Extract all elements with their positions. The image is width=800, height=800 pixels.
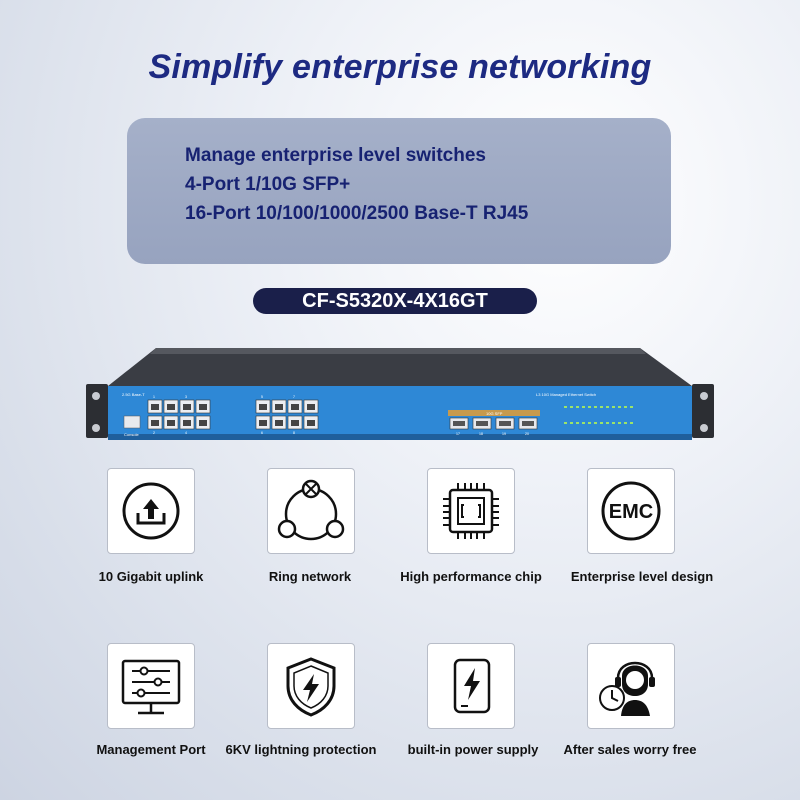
rj45-port-jack bbox=[167, 420, 175, 426]
sfp-ports: 17 18 19 20 bbox=[449, 417, 538, 436]
emc-text: EMC bbox=[609, 501, 653, 523]
feature-tile-ring bbox=[267, 468, 355, 554]
rj45-port-jack bbox=[151, 404, 159, 410]
feature-tile-support bbox=[587, 643, 675, 729]
feature-tile-power bbox=[427, 643, 515, 729]
port-number: 3 bbox=[185, 395, 187, 399]
port-number: 6 bbox=[261, 431, 263, 435]
support-agent-icon bbox=[599, 661, 655, 716]
feature-tile-management bbox=[107, 643, 195, 729]
rj45-port-jack bbox=[199, 404, 207, 410]
rj45-port-jack bbox=[307, 404, 315, 410]
status-leds bbox=[564, 406, 633, 424]
feature-tile-chip bbox=[427, 468, 515, 554]
sfp-port-cage bbox=[522, 421, 534, 426]
page-title: Simplify enterprise networking bbox=[148, 48, 652, 86]
status-led bbox=[576, 406, 579, 408]
status-led bbox=[576, 422, 579, 424]
rj45-port-jack bbox=[183, 404, 191, 410]
status-led bbox=[606, 422, 609, 424]
rj45-port-jack bbox=[275, 420, 283, 426]
port-number: 18 bbox=[479, 432, 483, 436]
spec-line: Manage enterprise level switches bbox=[185, 145, 486, 166]
port-number: 1 bbox=[153, 395, 155, 399]
port-number: 7 bbox=[293, 395, 295, 399]
rj45-port-jack bbox=[259, 420, 267, 426]
port-number: 20 bbox=[525, 432, 529, 436]
feature-label: After sales worry free bbox=[563, 742, 697, 757]
sfp-port-cage bbox=[453, 421, 465, 426]
rj45-port-jack bbox=[259, 404, 267, 410]
status-led bbox=[612, 406, 615, 408]
port-number: 4 bbox=[185, 431, 187, 435]
status-led bbox=[594, 422, 597, 424]
right-panel-label: L3 10G Managed Ethernet Switch bbox=[536, 392, 596, 397]
rj45-port-jack bbox=[275, 404, 283, 410]
spec-box: Manage enterprise level switches 4-Port … bbox=[127, 118, 671, 264]
chip-icon bbox=[443, 483, 499, 539]
emc-icon: EMC bbox=[601, 481, 661, 541]
feature-label: Management Port bbox=[96, 742, 206, 757]
feature-label: Ring network bbox=[268, 569, 352, 584]
sfp-port-cage bbox=[476, 421, 488, 426]
network-switch-image: 2.5G Base-T L3 10G Managed Ethernet Swit… bbox=[86, 348, 714, 440]
port-number: 19 bbox=[502, 432, 506, 436]
rj45-port-jack bbox=[151, 420, 159, 426]
feature-label: built-in power supply bbox=[407, 742, 539, 757]
spec-line: 4-Port 1/10G SFP+ bbox=[185, 174, 351, 195]
rj45-port-jack bbox=[199, 420, 207, 426]
status-led bbox=[624, 406, 627, 408]
status-led bbox=[564, 406, 567, 408]
rj45-port-jack bbox=[291, 420, 299, 426]
status-led bbox=[618, 406, 621, 408]
status-led bbox=[624, 422, 627, 424]
feature-tile-emc: EMC bbox=[587, 468, 675, 554]
management-monitor-icon bbox=[121, 659, 181, 715]
spec-line: 16-Port 10/100/1000/2500 Base-T RJ45 bbox=[185, 203, 529, 224]
status-led bbox=[594, 406, 597, 408]
port-number: 17 bbox=[456, 432, 460, 436]
port-number: 2 bbox=[153, 431, 155, 435]
status-led bbox=[630, 422, 633, 424]
sfp-label: 10G SFP bbox=[486, 411, 503, 416]
power-supply-icon bbox=[453, 658, 491, 714]
lightning-shield-icon bbox=[286, 657, 336, 717]
status-led bbox=[612, 422, 615, 424]
status-led bbox=[564, 422, 567, 424]
feature-label: 10 Gigabit uplink bbox=[98, 569, 204, 584]
feature-tile-lightning bbox=[267, 643, 355, 729]
status-led bbox=[600, 422, 603, 424]
rj45-port-jack bbox=[307, 420, 315, 426]
console-label: Console bbox=[124, 432, 139, 437]
rj45-ports: 1 2 3 4 5 6 7 8 bbox=[147, 395, 319, 435]
status-led bbox=[570, 406, 573, 408]
feature-label: Enterprise level design bbox=[570, 569, 714, 584]
status-led bbox=[606, 406, 609, 408]
model-badge: CF-S5320X-4X16GT bbox=[253, 288, 537, 314]
rj45-port-jack bbox=[167, 404, 175, 410]
status-led bbox=[600, 406, 603, 408]
rj45-port-jack bbox=[183, 420, 191, 426]
status-led bbox=[582, 406, 585, 408]
status-led bbox=[588, 422, 591, 424]
status-led bbox=[588, 406, 591, 408]
status-led bbox=[630, 406, 633, 408]
status-led bbox=[570, 422, 573, 424]
left-panel-label: 2.5G Base-T bbox=[122, 392, 145, 397]
port-number: 8 bbox=[293, 431, 295, 435]
rj45-port-jack bbox=[291, 404, 299, 410]
feature-label: 6KV lightning protection bbox=[225, 742, 377, 757]
feature-label: High performance chip bbox=[400, 569, 542, 584]
port-number: 5 bbox=[261, 395, 263, 399]
ring-network-icon bbox=[277, 479, 345, 541]
upload-icon bbox=[122, 482, 180, 540]
sfp-port-cage bbox=[499, 421, 511, 426]
status-led bbox=[582, 422, 585, 424]
status-led bbox=[618, 422, 621, 424]
feature-tile-uplink bbox=[107, 468, 195, 554]
